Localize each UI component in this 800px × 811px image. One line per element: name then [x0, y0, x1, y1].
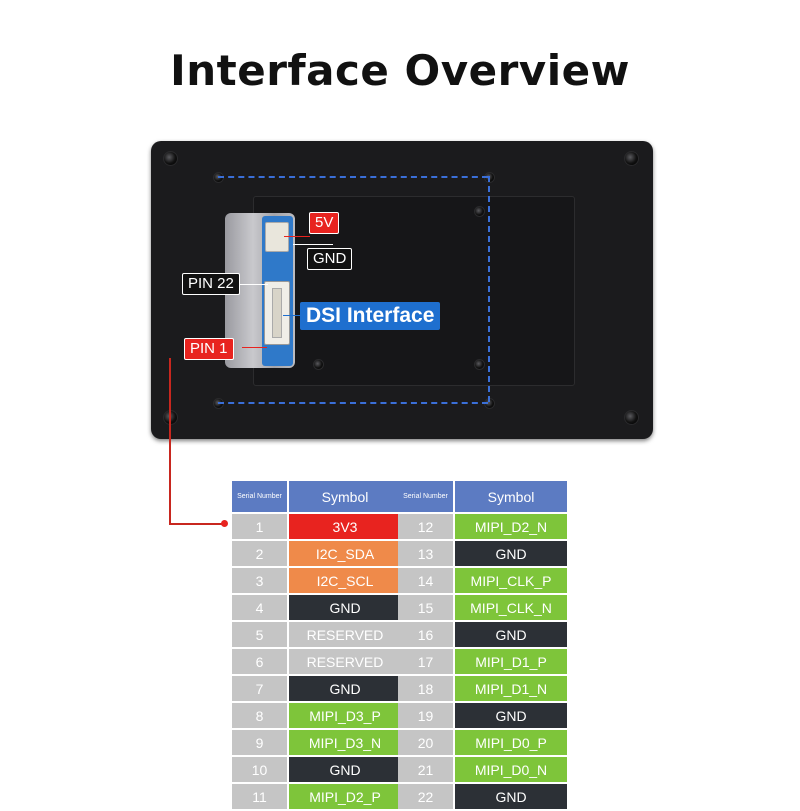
pin1-leader-line — [242, 347, 267, 348]
pin-symbol: MIPI_CLK_P — [455, 568, 569, 593]
pin-symbol: MIPI_D2_N — [455, 514, 569, 539]
pin-symbol: 3V3 — [289, 514, 403, 539]
gnd-leader-line — [293, 244, 333, 245]
gnd-label: GND — [307, 248, 353, 270]
symbol-header: Symbol — [455, 481, 569, 512]
pin-number: 3 — [232, 568, 289, 593]
mount-guide-line — [218, 176, 488, 178]
pin-number: 9 — [232, 730, 289, 755]
pin-symbol: MIPI_D0_N — [455, 757, 569, 782]
pin1-table-leader — [169, 358, 171, 524]
pin-number: 21 — [398, 757, 455, 782]
dsi-interface-label: DSI Interface — [300, 302, 441, 330]
pin-number: 4 — [232, 595, 289, 620]
pin-number: 5 — [232, 622, 289, 647]
pin-number: 16 — [398, 622, 455, 647]
pin-number: 1 — [232, 514, 289, 539]
pin1-label: PIN 1 — [184, 338, 234, 360]
serial-number-header: Serial Number — [232, 481, 289, 512]
mount-screw-icon — [474, 359, 485, 370]
pin-symbol: MIPI_D2_P — [289, 784, 403, 809]
pin-symbol: GND — [289, 676, 403, 701]
pin-number: 14 — [398, 568, 455, 593]
corner-screw-icon — [163, 151, 178, 166]
pin-number: 11 — [232, 784, 289, 809]
pin-symbol: GND — [289, 757, 403, 782]
corner-screw-icon — [624, 151, 639, 166]
pin-symbol: GND — [455, 784, 569, 809]
pin-number: 13 — [398, 541, 455, 566]
pin-symbol: GND — [289, 595, 403, 620]
mount-guide-line — [218, 402, 488, 404]
pin22-leader-line — [240, 284, 268, 285]
page-title: Interface Overview — [170, 46, 630, 95]
pin-number: 10 — [232, 757, 289, 782]
pin1-marker-dot — [221, 520, 228, 527]
symbol-header: Symbol — [289, 481, 403, 512]
pin-symbol: RESERVED — [289, 622, 403, 647]
rear-plate — [253, 196, 575, 386]
pin-number: 20 — [398, 730, 455, 755]
pin-number: 6 — [232, 649, 289, 674]
dsi-connector — [264, 281, 290, 345]
mount-guide-line — [488, 176, 490, 402]
mount-screw-icon — [474, 206, 485, 217]
pin-number: 7 — [232, 676, 289, 701]
pin-number: 8 — [232, 703, 289, 728]
pin22-label: PIN 22 — [182, 273, 240, 295]
pin-number: 22 — [398, 784, 455, 809]
pin-symbol: GND — [455, 541, 569, 566]
mount-screw-icon — [313, 359, 324, 370]
5v-leader-line — [284, 236, 310, 237]
pin-number: 12 — [398, 514, 455, 539]
pin-symbol: MIPI_D1_N — [455, 676, 569, 701]
pin-symbol: I2C_SCL — [289, 568, 403, 593]
pin-number: 19 — [398, 703, 455, 728]
pin1-table-leader — [169, 523, 224, 525]
pin-number: 2 — [232, 541, 289, 566]
dsi-leader-line — [283, 315, 303, 316]
pin-symbol: GND — [455, 703, 569, 728]
pin-symbol: GND — [455, 622, 569, 647]
pin-symbol: MIPI_D0_P — [455, 730, 569, 755]
pin-number: 18 — [398, 676, 455, 701]
pin-symbol: MIPI_D1_P — [455, 649, 569, 674]
pin-symbol: I2C_SDA — [289, 541, 403, 566]
pin-symbol: MIPI_D3_N — [289, 730, 403, 755]
pin-number: 15 — [398, 595, 455, 620]
corner-screw-icon — [624, 410, 639, 425]
serial-number-header: Serial Number — [398, 481, 455, 512]
pin-symbol: RESERVED — [289, 649, 403, 674]
power-connector — [265, 222, 289, 252]
pin-symbol: MIPI_CLK_N — [455, 595, 569, 620]
pin-symbol: MIPI_D3_P — [289, 703, 403, 728]
5v-label: 5V — [309, 212, 340, 234]
pin-number: 17 — [398, 649, 455, 674]
